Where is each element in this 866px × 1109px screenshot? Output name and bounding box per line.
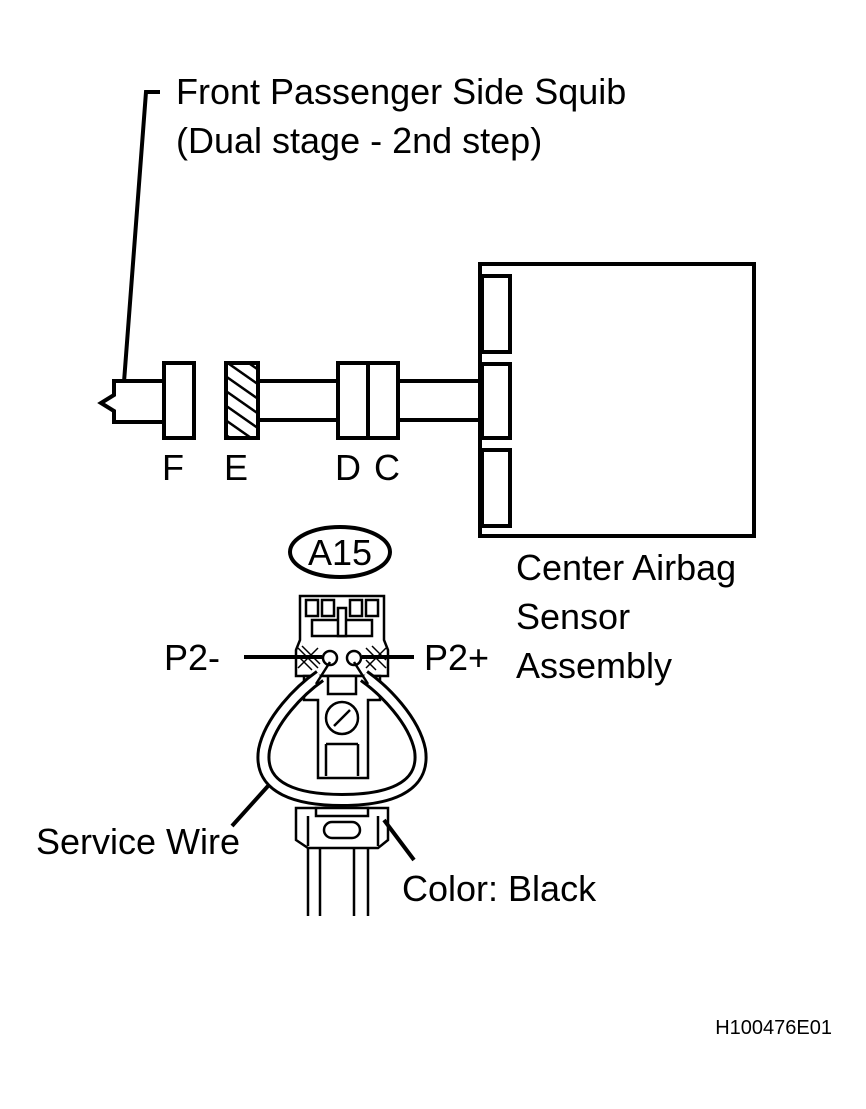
- sensor-label-line3: Assembly: [516, 645, 672, 686]
- connector-c-label: C: [374, 447, 400, 488]
- connector-id-badge: [288, 525, 392, 579]
- service-wire-leader: [230, 784, 270, 828]
- connector-e-label: E: [224, 447, 248, 488]
- connector-f: [162, 361, 196, 440]
- service-wire-label: Service Wire: [36, 821, 240, 862]
- center-airbag-sensor-box: [478, 262, 756, 538]
- color-leader: [382, 818, 416, 862]
- a15-connector-drawing: [256, 594, 428, 916]
- connector-c: [366, 361, 400, 440]
- sensor-label-line1: Center Airbag: [516, 547, 736, 588]
- p2-positive-label: P2+: [424, 637, 489, 678]
- connector-d: [336, 361, 370, 440]
- squib-terminal: [97, 379, 166, 424]
- squib-leader-line: [122, 90, 160, 383]
- connector-d-label: D: [335, 447, 361, 488]
- connector-f-label: F: [162, 447, 184, 488]
- connector-id-text: A15: [308, 532, 372, 573]
- wire-harness: [258, 379, 482, 422]
- squib-label-line1: Front Passenger Side Squib: [176, 71, 626, 112]
- sensor-label-line2: Sensor: [516, 596, 630, 637]
- connector-e: [224, 361, 260, 440]
- squib-label-line2: (Dual stage - 2nd step): [176, 120, 542, 161]
- p2-negative-label: P2-: [164, 637, 220, 678]
- color-label: Color: Black: [402, 868, 597, 909]
- figure-code: H100476E01: [715, 1017, 832, 1039]
